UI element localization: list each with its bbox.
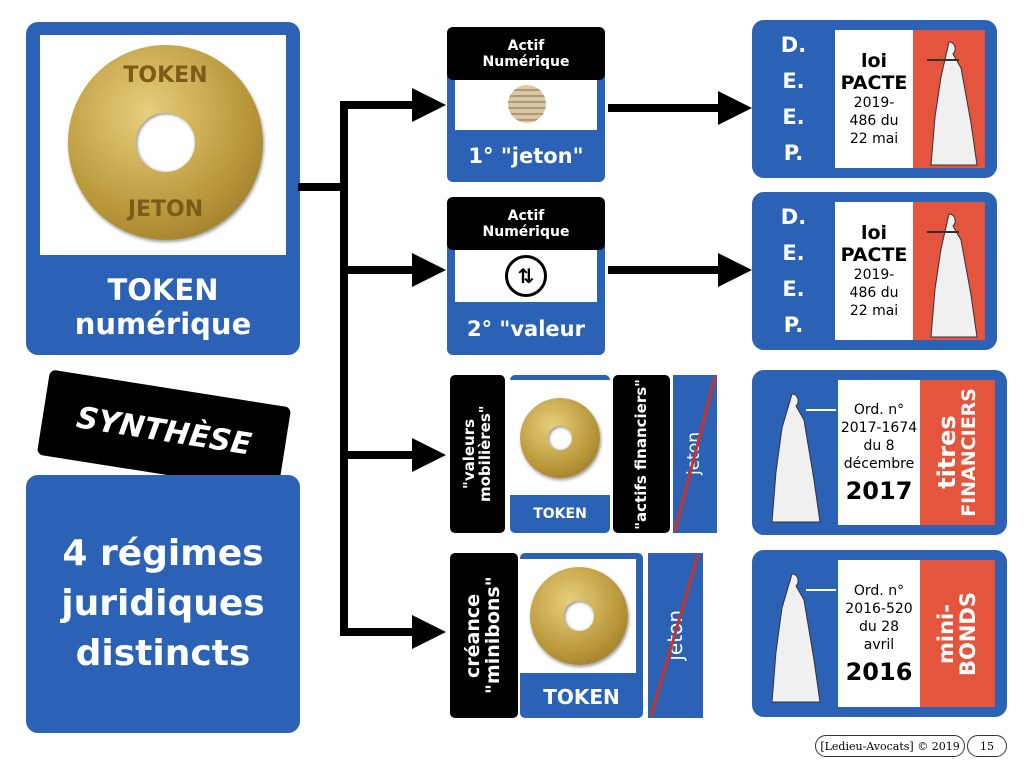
actif-numerique-jeton: Actif Numérique 1° "jeton" xyxy=(447,27,605,182)
token-image: TOKEN JETON xyxy=(40,35,286,255)
jeton-struck: jeton xyxy=(673,375,717,533)
connector xyxy=(340,451,415,459)
connector xyxy=(298,183,346,191)
justice-statue-icon xyxy=(913,202,985,340)
connector xyxy=(340,101,348,636)
actif-numerique-valeur: Actif Numérique ⇅ 2° "valeur xyxy=(447,197,605,355)
justice-statue-icon xyxy=(762,560,838,707)
label: 2° "valeur xyxy=(467,316,585,341)
arrow-icon xyxy=(412,438,446,472)
strike-line xyxy=(649,554,700,717)
coin-icon xyxy=(520,398,600,478)
actifs-financiers: "actifs financiers" xyxy=(613,375,670,533)
arrow-icon xyxy=(718,253,752,287)
token-label: TOKEN xyxy=(533,506,587,522)
valeurs-mobilieres: "valeurs mobilières" xyxy=(450,375,505,533)
summary-box: 4 régimes juridiques distincts xyxy=(26,475,300,733)
token-label: TOKEN xyxy=(543,684,620,709)
connector xyxy=(608,266,720,274)
exchange-icon: ⇅ xyxy=(505,255,547,297)
jeton-coin-icon xyxy=(508,85,546,123)
connector xyxy=(608,104,720,112)
justice-statue-icon xyxy=(913,30,985,168)
header: Actif Numérique xyxy=(447,197,605,250)
coin-icon: TOKEN JETON xyxy=(68,45,263,240)
token-card: TOKEN xyxy=(520,553,643,718)
jeton-struck: jeton xyxy=(648,553,703,718)
copyright: [Ledieu-Avocats] © 2019 xyxy=(815,735,965,757)
creance-minibons: créance "minibons" xyxy=(450,553,518,718)
token-card: TOKEN xyxy=(510,375,610,533)
connector xyxy=(340,266,415,274)
token-subtitle: numérique xyxy=(74,306,252,341)
strike-line xyxy=(673,376,717,532)
coin-icon xyxy=(530,567,628,665)
justice-statue-icon xyxy=(762,380,838,525)
page-number: 15 xyxy=(967,735,1007,757)
label: 1° "jeton" xyxy=(468,144,584,168)
token-title: TOKEN xyxy=(107,272,219,307)
header: Actif Numérique xyxy=(447,27,605,80)
connector xyxy=(340,628,415,636)
token-panel: TOKEN JETON TOKEN numérique xyxy=(26,22,300,355)
connector xyxy=(340,101,415,109)
arrow-icon xyxy=(412,253,446,287)
arrow-icon xyxy=(718,91,752,125)
arrow-icon xyxy=(412,615,446,649)
arrow-icon xyxy=(412,88,446,122)
